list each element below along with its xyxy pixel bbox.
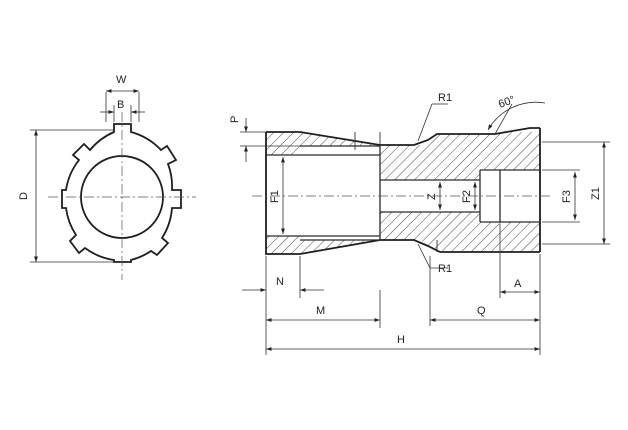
dim-h-label: H bbox=[397, 334, 405, 346]
hatch-top bbox=[266, 132, 540, 180]
spline-profile bbox=[61, 123, 182, 263]
dim-b-label: B bbox=[117, 99, 124, 111]
dim-a-label: A bbox=[514, 278, 522, 290]
front-view: W B D bbox=[18, 74, 196, 280]
hatch-bottom bbox=[266, 212, 540, 254]
dim-q-label: Q bbox=[477, 305, 486, 317]
dim-f3-label: F3 bbox=[561, 190, 573, 203]
angle-arc bbox=[487, 101, 546, 131]
dim-f2-label: F2 bbox=[461, 190, 473, 203]
dim-z-label: Z bbox=[426, 193, 438, 200]
dim-w-label: W bbox=[116, 74, 127, 86]
dim-m-label: M bbox=[316, 305, 325, 317]
dim-z1-label: Z1 bbox=[590, 187, 602, 200]
dim-p-label: P bbox=[229, 116, 241, 123]
section-view: F1 Z F2 F3 Z1 P R1 60° R1 bbox=[229, 92, 610, 355]
r1-bottom-label: R1 bbox=[438, 263, 452, 275]
r1-top-label: R1 bbox=[438, 92, 452, 104]
angle-label: 60° bbox=[497, 94, 517, 111]
section-outline bbox=[265, 127, 541, 255]
dim-n-label: N bbox=[276, 276, 284, 288]
dim-d-label: D bbox=[18, 192, 30, 200]
dim-f1-label: F1 bbox=[269, 190, 281, 203]
